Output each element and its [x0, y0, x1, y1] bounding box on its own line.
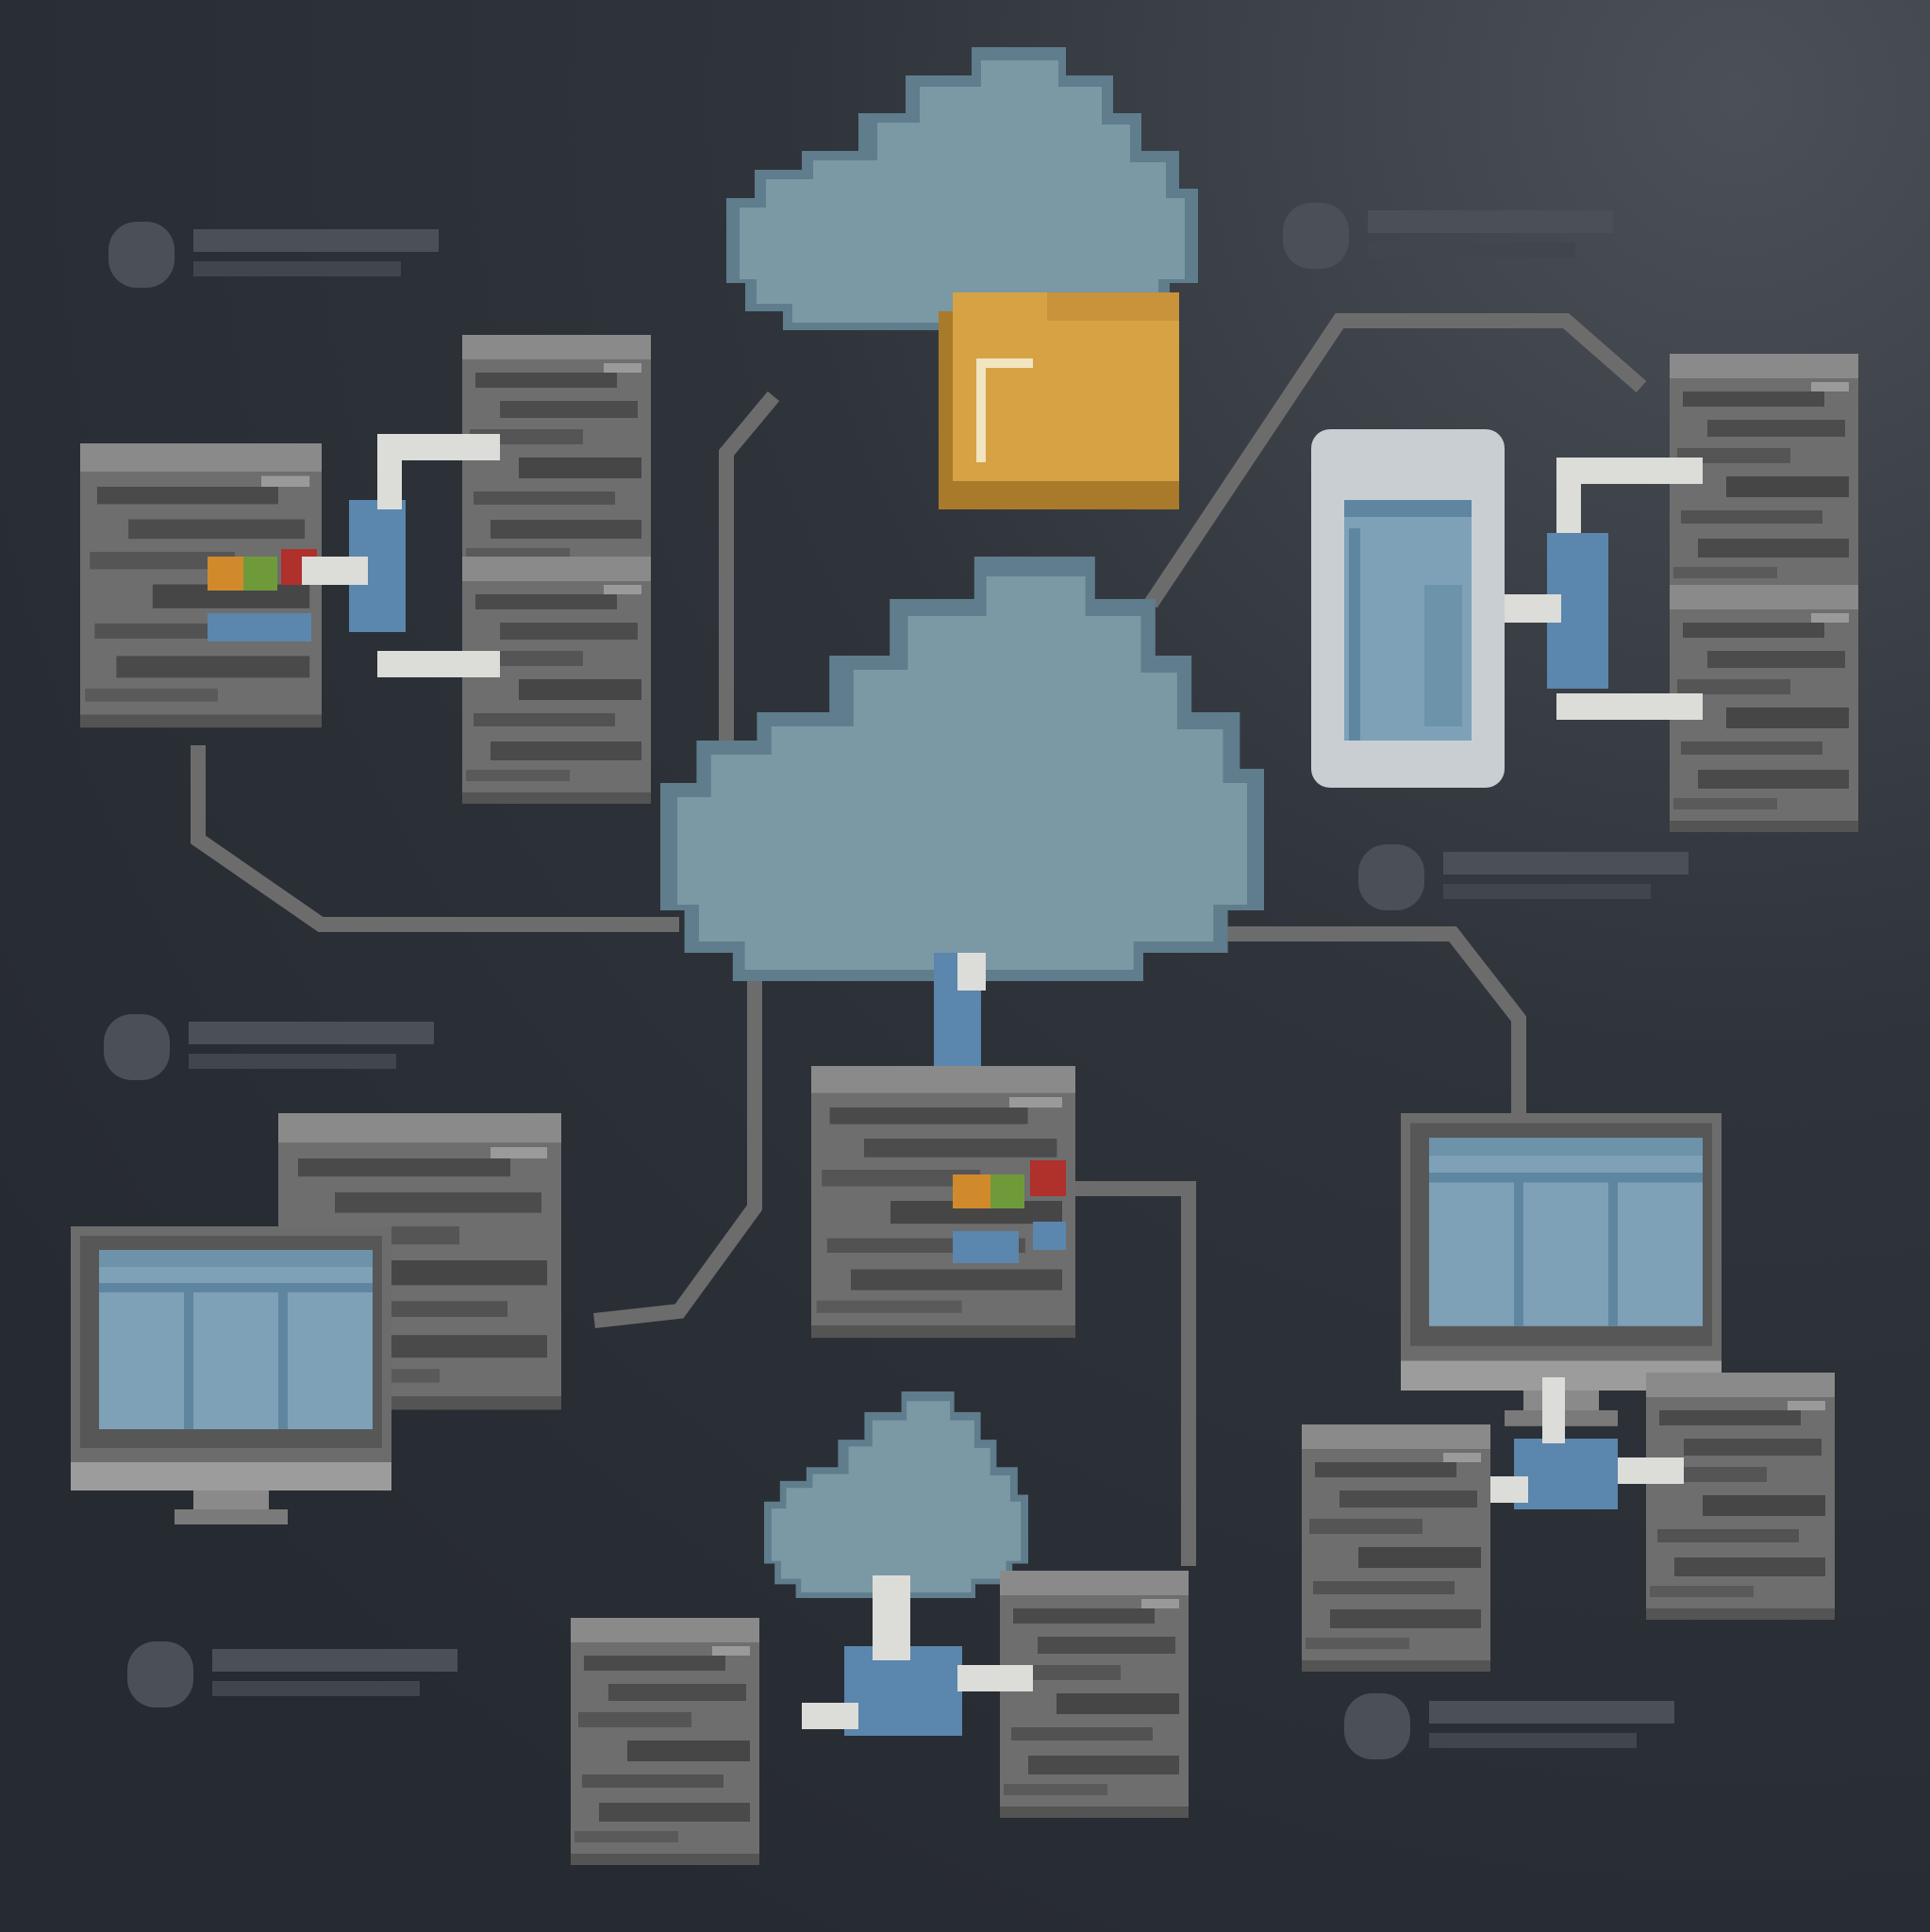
server-icon [1646, 1373, 1835, 1620]
hub-server-icon [811, 1066, 1075, 1339]
connector-icon [1505, 458, 1703, 720]
bottom-cloud-group [571, 1391, 1189, 1865]
connector-icon [802, 1575, 1033, 1736]
central-hub-group [811, 953, 1075, 1339]
server-status-leds [953, 1160, 1066, 1263]
line-hub-to-tablet-rack [1144, 313, 1647, 608]
server-icon [1302, 1424, 1490, 1672]
folder-icon [939, 292, 1179, 509]
line-top-cloud-to-hub [719, 391, 780, 755]
server-status-leds [208, 549, 317, 641]
line-hub-to-right-monitor [1151, 926, 1526, 1132]
line-left-server-to-cloud [191, 745, 679, 932]
tablet-icon [1311, 429, 1505, 788]
top-right-tablet-group [1311, 354, 1858, 832]
connection-lines [191, 313, 1647, 1566]
top-left-server-group [80, 335, 651, 804]
connector-icon [1490, 1377, 1684, 1509]
server-icon [571, 1618, 759, 1865]
connector-icon [302, 434, 500, 677]
server-icon [462, 557, 651, 804]
server-icon [1000, 1571, 1189, 1818]
main-left-server-icon [80, 443, 322, 728]
line-center-server-to-bottom-rack [1075, 1181, 1196, 1566]
right-monitor-group [1302, 1113, 1835, 1672]
line-hub-to-left-monitor [593, 981, 762, 1328]
monitor-icon [71, 1226, 391, 1524]
